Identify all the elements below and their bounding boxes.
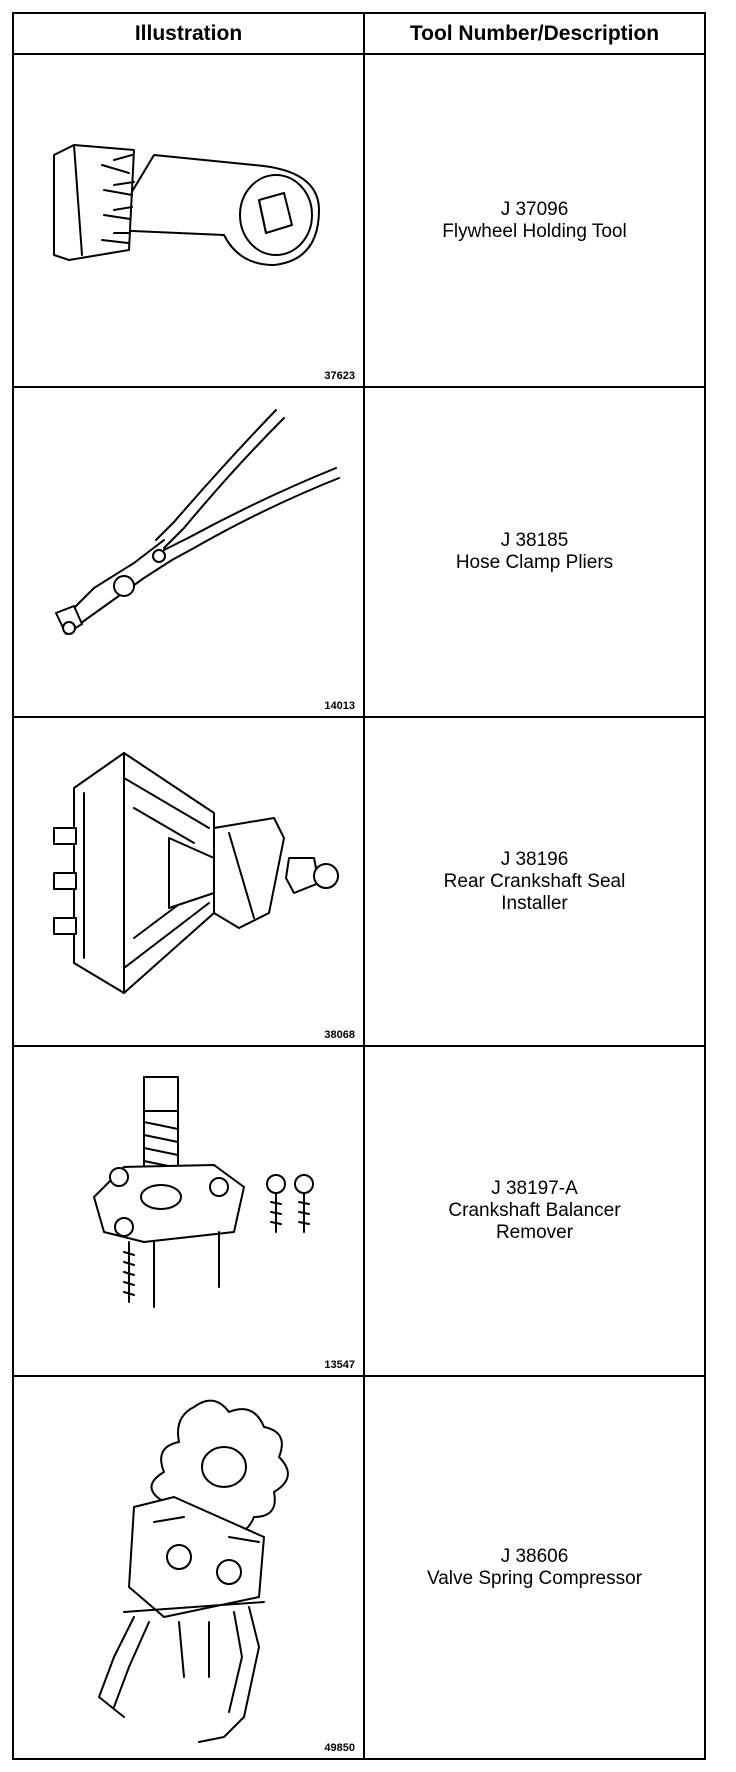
illustration-cell: 13547 (14, 1047, 365, 1375)
header-illustration: Illustration (14, 14, 365, 55)
tool-number: J 38185 (500, 530, 569, 551)
tool-table: Illustration Tool Number/Description 376… (12, 12, 706, 1760)
tool-number: J 38196 (500, 848, 569, 870)
flywheel-holding-tool-icon (53, 144, 320, 266)
tool-name: Flywheel Holding Tool (442, 220, 627, 242)
tool-name: Hose Clamp Pliers (455, 552, 614, 573)
tool-number: J 38606 (500, 1545, 569, 1567)
tool-number: J 37096 (500, 198, 569, 220)
valve-spring-compressor-icon (98, 1399, 289, 1743)
table-row: 14013 J 38185 Hose Clamp Pliers (14, 388, 704, 718)
tool-number: J 38197-A (491, 1178, 578, 1199)
hose-clamp-pliers-icon (55, 409, 340, 635)
tool-description: J 38606 Valve Spring Compressor (365, 1377, 704, 1758)
table-row: 38068 J 38196 Rear Crankshaft Seal Insta… (14, 718, 704, 1047)
illustration-cell: 14013 (14, 388, 365, 716)
table-row: 49850 J 38606 Valve Spring Compressor (14, 1377, 704, 1758)
illustration-cell: 37623 (14, 55, 365, 386)
tool-description: J 38185 Hose Clamp Pliers (365, 388, 704, 716)
illustration-cell: 38068 (14, 718, 365, 1045)
figure-number: 13547 (324, 1359, 355, 1371)
seal-installer-icon (53, 752, 339, 994)
table-row: 37623 J 37096 Flywheel Holding Tool (14, 55, 704, 388)
tool-name: Crankshaft Balancer Remover (448, 1200, 621, 1243)
illustration-cell: 49850 (14, 1377, 365, 1758)
figure-number: 38068 (324, 1029, 355, 1041)
table-row: 13547 J 38197-A Crankshaft Balancer Remo… (14, 1047, 704, 1377)
tool-name: Rear Crankshaft Seal Installer (443, 870, 626, 914)
figure-number: 37623 (324, 370, 355, 382)
balancer-remover-icon (93, 1076, 314, 1308)
tool-description: J 38196 Rear Crankshaft Seal Installer (365, 718, 704, 1045)
tool-name: Valve Spring Compressor (426, 1567, 643, 1589)
figure-number: 14013 (324, 700, 355, 712)
figure-number: 49850 (324, 1742, 355, 1754)
header-tool-number-description: Tool Number/Description (365, 14, 704, 55)
tool-description: J 38197-A Crankshaft Balancer Remover (365, 1047, 704, 1375)
tool-description: J 37096 Flywheel Holding Tool (365, 55, 704, 386)
